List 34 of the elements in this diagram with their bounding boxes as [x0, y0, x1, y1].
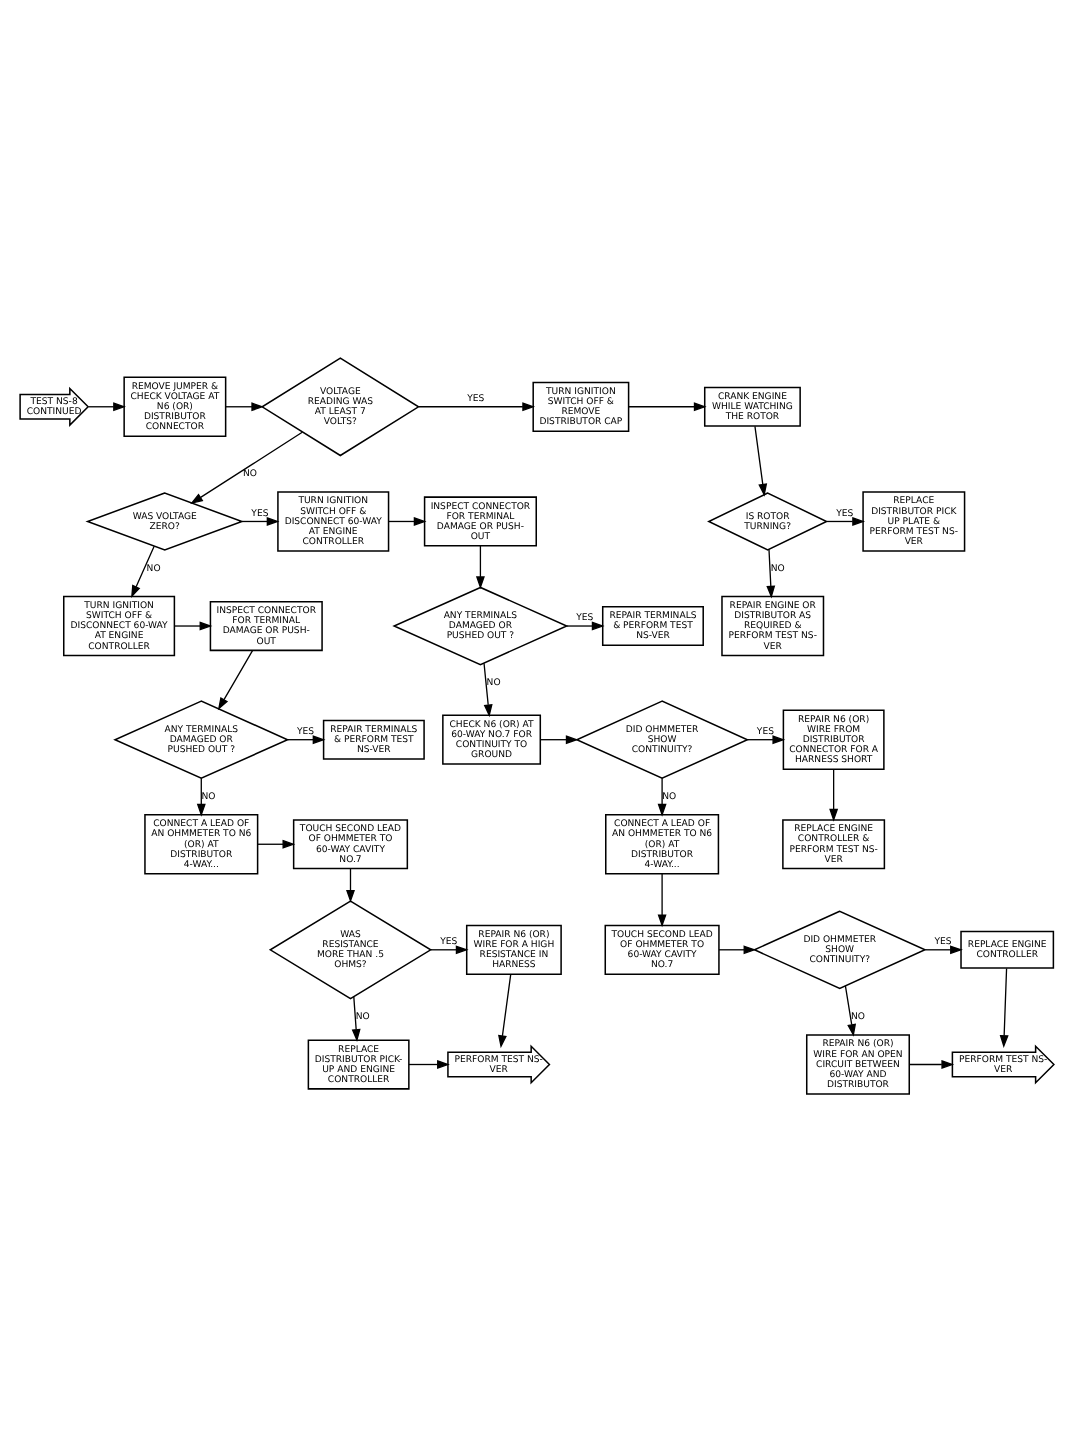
arrow [430, 945, 469, 955]
arrow [217, 649, 254, 711]
arrow [498, 973, 512, 1049]
arrow [408, 1060, 450, 1069]
arrow [539, 735, 579, 745]
arrow [766, 548, 776, 599]
arrow [131, 545, 155, 599]
arrow [351, 996, 361, 1042]
arrow [483, 662, 493, 718]
arrow [257, 839, 296, 849]
arrow [418, 402, 536, 412]
arrow [657, 873, 667, 928]
arrow [190, 431, 303, 505]
arrow [657, 777, 667, 817]
arrow [388, 517, 427, 526]
arrow [87, 402, 126, 412]
arrow [826, 517, 866, 526]
arrow [746, 735, 786, 745]
arrow [475, 545, 485, 590]
arrow [346, 868, 355, 903]
arrow [628, 402, 707, 412]
arrow [999, 967, 1009, 1048]
arrow [924, 945, 963, 955]
arrow [566, 621, 605, 631]
arrow [225, 402, 265, 412]
arrow [844, 985, 857, 1037]
arrow [196, 777, 206, 817]
arrow [241, 517, 280, 526]
arrow [286, 735, 326, 745]
arrow [829, 768, 839, 822]
arrow [754, 425, 768, 497]
arrow [718, 945, 757, 955]
arrow [908, 1060, 955, 1069]
arrow [173, 621, 213, 631]
